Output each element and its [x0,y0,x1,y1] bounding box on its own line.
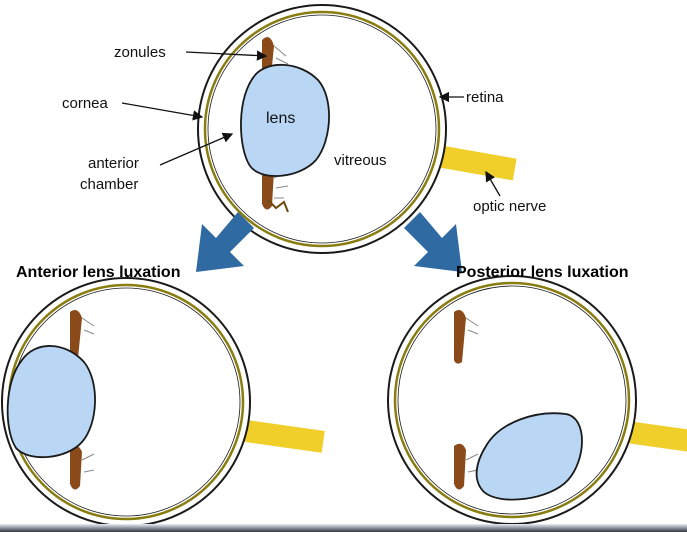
posterior-luxation-eye [387,275,687,525]
top-eye-retina [203,10,441,248]
top-ciliary-lower [267,199,289,213]
retina-label: retina [466,89,504,106]
right-eye-inner [397,285,627,515]
chamber-label: chamber [80,176,139,193]
down-right-arrow-icon [404,212,462,272]
bottom-edge-bar [0,524,687,532]
anterior-luxation-title: Anterior lens luxation [16,264,181,281]
right-lens [475,412,583,501]
top-eye-inner [207,14,437,244]
vitreous-label: vitreous [334,152,387,169]
left-iris-upper [70,310,82,360]
top-eye [197,4,517,254]
zonules-label: zonules [114,44,166,61]
right-zonules [465,317,479,473]
down-left-arrow-icon [196,212,254,272]
anterior-luxation-eye [1,277,325,527]
right-optic-nerve [618,420,687,452]
optic-nerve-leader [485,170,501,197]
right-iris-lower [454,443,466,490]
anterior-label: anterior [88,155,139,172]
posterior-luxation-title: Posterior lens luxation [456,264,629,281]
cornea-label: cornea [62,95,108,112]
left-lens [6,345,96,459]
anterior-chamber-leader [159,132,234,166]
cornea-leader [121,102,204,121]
top-lens [240,63,330,177]
optic-nerve-label: optic nerve [473,198,547,215]
right-eye-retina [393,281,631,519]
zonules-leader [185,50,268,61]
right-iris-upper [454,310,466,364]
lens-label: lens [266,110,296,127]
left-optic-nerve [244,420,325,453]
left-zonules [81,317,95,473]
left-iris-lower [70,445,82,490]
